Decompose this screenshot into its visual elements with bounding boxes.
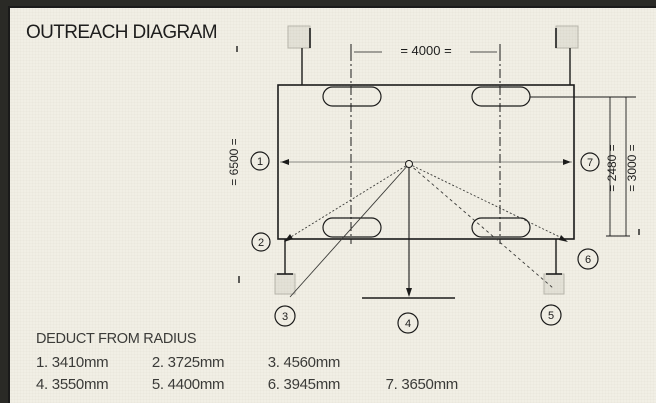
bottom-left-pad [274,239,296,295]
callout-6: 6 [577,248,599,270]
deduct-value: 3. 4560mm [267,354,341,371]
deduct-value: 4. 3550mm [36,376,109,393]
deduct-row-1: 1. 3410mm 2. 3725mm 3. 4560mm [36,352,458,374]
svg-text:3: 3 [282,311,288,323]
diagram-frame: = 4000 = = 6500 = = 2480 = = 3000 = [8,6,656,403]
slot-top-right [471,86,531,107]
dimension-left: = 6500 = [227,138,241,185]
slot-top-left [322,86,382,107]
svg-text:1: 1 [257,156,263,168]
bottom-right-pad [543,239,565,295]
vehicle-body-outline [277,84,575,240]
callout-4: 4 [397,312,419,334]
dimension-top: = 4000 = [350,43,501,60]
dimension-right-inner-text: = 2480 = [605,144,619,191]
dimension-right-outer-text: = 3000 = [625,144,639,191]
svg-text:6: 6 [585,254,591,266]
slot-bottom-right [471,217,531,238]
deduct-legend-title: DEDUCT FROM RADIUS [36,331,197,347]
dimension-top-text: = 4000 = [400,43,451,58]
dimension-left-text: = 6500 = [227,138,241,185]
top-right-pad [555,25,579,85]
deduct-row-2: 4. 3550mm 5. 4400mm 6. 3945mm 7. 3650mm [36,374,458,396]
arrow-right-7 [563,159,571,165]
deduct-value: 2. 3725mm [151,354,225,371]
callout-5: 5 [540,304,562,326]
callout-3: 3 [274,305,296,327]
outreach-diagram-drawing: = 4000 = = 6500 = = 2480 = = 3000 = [227,25,640,334]
deduct-value: 7. 3650mm [385,376,459,393]
reach-lines [284,160,568,299]
callout-1: 1 [250,151,270,171]
deduct-value: 6. 3945mm [267,376,341,393]
svg-text:4: 4 [405,318,411,330]
deduct-value: 5. 4400mm [151,376,225,393]
arrow-left-1 [281,159,289,165]
callout-2: 2 [251,232,271,252]
diagram-title: OUTREACH DIAGRAM [26,22,218,43]
deduct-legend: DEDUCT FROM RADIUS 1. 3410mm 2. 3725mm 3… [36,331,458,396]
top-left-pad [287,25,311,85]
dimension-right: = 2480 = = 3000 = [530,96,639,237]
svg-text:7: 7 [587,157,593,169]
deduct-value: 1. 3410mm [36,354,109,371]
slot-bottom-left [322,217,382,238]
svg-text:5: 5 [548,310,554,322]
callout-7: 7 [580,152,600,172]
svg-text:2: 2 [258,237,264,249]
